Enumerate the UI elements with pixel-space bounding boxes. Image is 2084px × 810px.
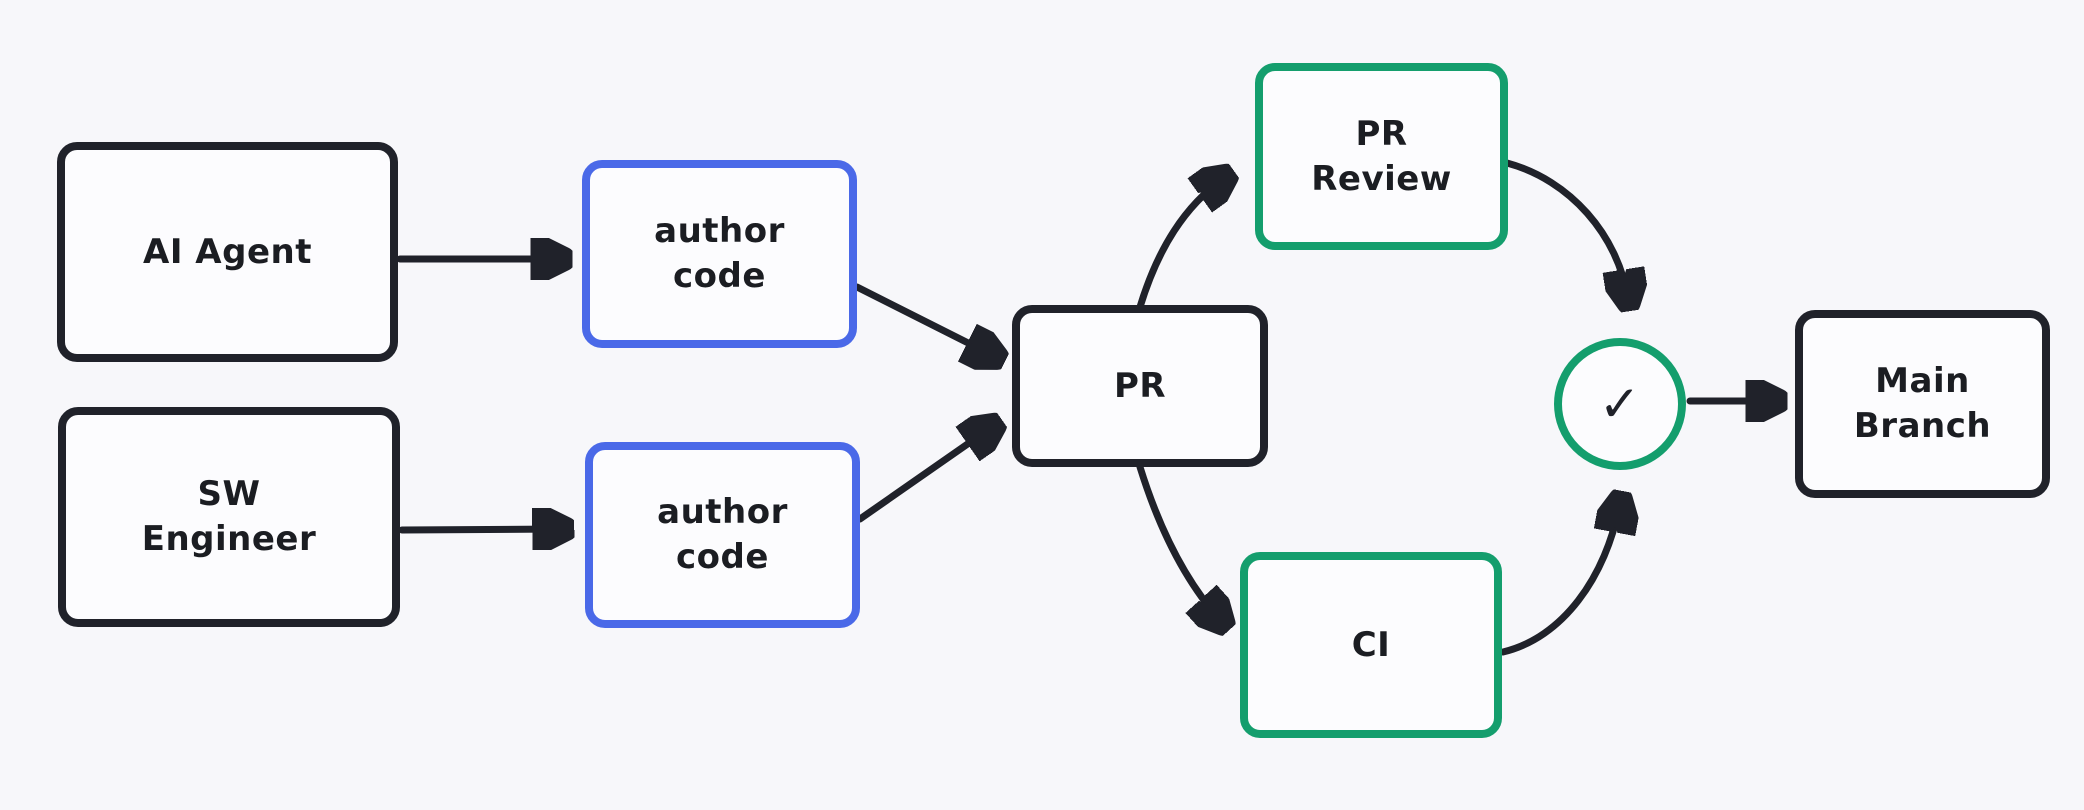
node-ai-agent: AI Agent xyxy=(57,142,398,362)
node-author-code-bottom: author code xyxy=(585,442,860,628)
checkmark-icon: ✓ xyxy=(1598,375,1642,433)
node-main-branch-line1: Main xyxy=(1875,361,1970,401)
node-author-code-bottom-line1: author xyxy=(657,492,788,532)
node-author-code-top-line1: author xyxy=(654,211,785,251)
node-pr-review: PR Review xyxy=(1255,63,1508,250)
node-check: ✓ xyxy=(1554,338,1686,470)
node-ci-label: CI xyxy=(1352,623,1391,668)
arrow-ci-to-check xyxy=(1499,503,1620,656)
node-author-code-top-line2: code xyxy=(673,256,766,296)
node-pr-review-label: PR Review xyxy=(1311,112,1452,202)
node-pr-review-line1: PR xyxy=(1355,113,1408,154)
node-main-branch-line2: Branch xyxy=(1853,406,1992,446)
arrow-pr-to-pr-review xyxy=(1136,178,1224,311)
arrow-author-code-bottom-to-pr xyxy=(856,427,992,523)
node-sw-engineer-text-line1: SW xyxy=(197,474,261,514)
node-pr-text: PR xyxy=(1113,365,1167,406)
node-main-branch-label: Main Branch xyxy=(1854,359,1991,449)
node-sw-engineer-text-line2: Engineer xyxy=(141,519,317,559)
node-ci: CI xyxy=(1240,552,1502,738)
arrow-pr-to-ci xyxy=(1136,463,1221,621)
arrow-author-code-top-to-pr xyxy=(853,283,994,356)
node-author-code-top-label: author code xyxy=(654,209,785,299)
node-sw-engineer-label: SW Engineer xyxy=(142,472,317,562)
node-pr-review-line2: Review xyxy=(1311,158,1452,199)
arrow-sw-engineer-to-author-code xyxy=(398,529,562,530)
node-author-code-bottom-label: author code xyxy=(657,490,788,580)
node-ai-agent-text: AI Agent xyxy=(143,231,312,272)
node-ai-agent-label: AI Agent xyxy=(143,230,312,275)
node-author-code-top: author code xyxy=(582,160,857,348)
node-pr-label: PR xyxy=(1114,364,1166,409)
node-main-branch: Main Branch xyxy=(1795,310,2050,498)
node-sw-engineer: SW Engineer xyxy=(58,407,400,627)
node-ci-text: CI xyxy=(1351,624,1391,665)
node-pr: PR xyxy=(1012,305,1268,467)
node-author-code-bottom-line2: code xyxy=(676,537,769,577)
arrow-pr-review-to-check xyxy=(1503,159,1628,299)
